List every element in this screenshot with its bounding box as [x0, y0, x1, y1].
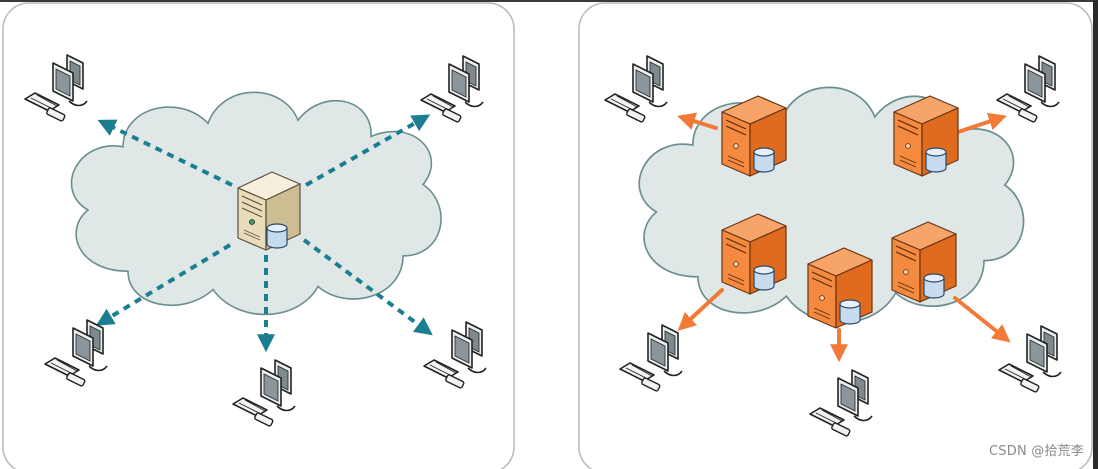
edge-server-icon — [721, 213, 787, 295]
right-panel — [578, 2, 1093, 469]
edge-server-icon — [893, 95, 959, 177]
arrow-edge-to-client-top-right — [956, 112, 1007, 134]
central-server-icon — [237, 171, 301, 251]
right-border — [1093, 0, 1098, 469]
arrow-edge-to-client-bottom-left — [677, 288, 724, 331]
arrow-to-client-top-right — [305, 114, 431, 187]
top-border — [0, 0, 1098, 2]
arrow-edge-to-client-top-left — [677, 112, 718, 130]
edge-server-icon — [721, 95, 787, 177]
watermark-text: CSDN @拾荒李 — [989, 444, 1084, 459]
edge-server-icon — [807, 247, 873, 329]
arrow-to-client-top-left — [97, 119, 233, 187]
arrow-edge-to-client-bottom-right — [953, 296, 1011, 343]
edge-server-icon — [891, 221, 957, 303]
left-panel — [2, 2, 515, 469]
